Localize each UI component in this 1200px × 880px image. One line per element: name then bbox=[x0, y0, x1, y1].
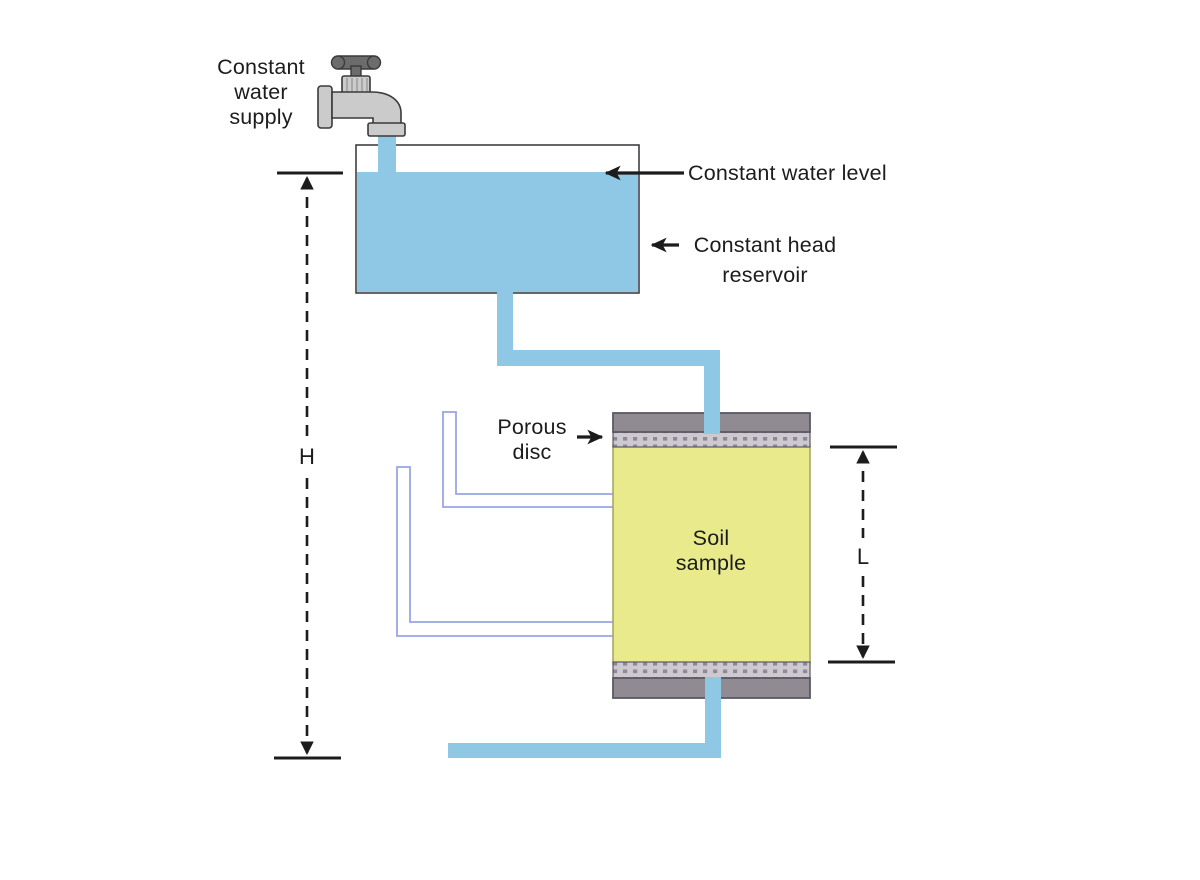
label-porous-disc-line1: Porous bbox=[497, 415, 566, 439]
label-water-supply-line1: Constant bbox=[217, 55, 305, 79]
faucet-spout-collar bbox=[367, 122, 406, 137]
inlet-pipe-vertical-1 bbox=[497, 292, 513, 366]
faucet-flange bbox=[317, 85, 333, 129]
outlet-pipe-horizontal bbox=[448, 743, 721, 758]
label-water-level: Constant water level bbox=[604, 161, 887, 185]
inlet-pipe-horizontal bbox=[497, 350, 720, 366]
dim-h-label: H bbox=[299, 444, 315, 469]
dim-l-label: L bbox=[857, 544, 869, 569]
label-soil-sample: Soil sample bbox=[676, 526, 747, 575]
inlet-pipe bbox=[497, 292, 720, 366]
outlet-pipe-vertical bbox=[705, 677, 721, 758]
porous-disc-top bbox=[612, 431, 811, 448]
manometer-tube-upper bbox=[442, 411, 613, 508]
label-porous-disc: Porous disc bbox=[497, 415, 604, 464]
soil-sample-body bbox=[612, 444, 811, 665]
faucet-icon bbox=[317, 55, 406, 137]
label-soil-sample-line2: sample bbox=[676, 551, 747, 575]
label-water-supply-line2: water bbox=[233, 80, 288, 104]
porous-disc-bottom bbox=[612, 661, 811, 679]
faucet-body bbox=[331, 91, 402, 127]
label-porous-disc-line2: disc bbox=[512, 440, 551, 464]
outlet-pipe bbox=[448, 677, 721, 758]
label-water-supply: Constant water supply bbox=[217, 55, 305, 129]
tap-water-stream bbox=[378, 133, 396, 177]
label-water-level-text: Constant water level bbox=[688, 161, 887, 185]
reservoir-water bbox=[357, 172, 638, 292]
label-soil-sample-line1: Soil bbox=[693, 526, 730, 550]
dimension-h: H bbox=[274, 171, 343, 760]
label-head-reservoir-line2: reservoir bbox=[722, 263, 807, 287]
dimension-l: L bbox=[828, 445, 897, 664]
label-water-supply-line3: supply bbox=[229, 105, 292, 129]
label-head-reservoir-line1: Constant head bbox=[694, 233, 836, 257]
label-head-reservoir: Constant head reservoir bbox=[650, 233, 836, 287]
manometer-tube-lower bbox=[396, 466, 613, 637]
inlet-pipe-vertical-2 bbox=[704, 350, 720, 434]
constant-head-reservoir bbox=[355, 144, 640, 294]
